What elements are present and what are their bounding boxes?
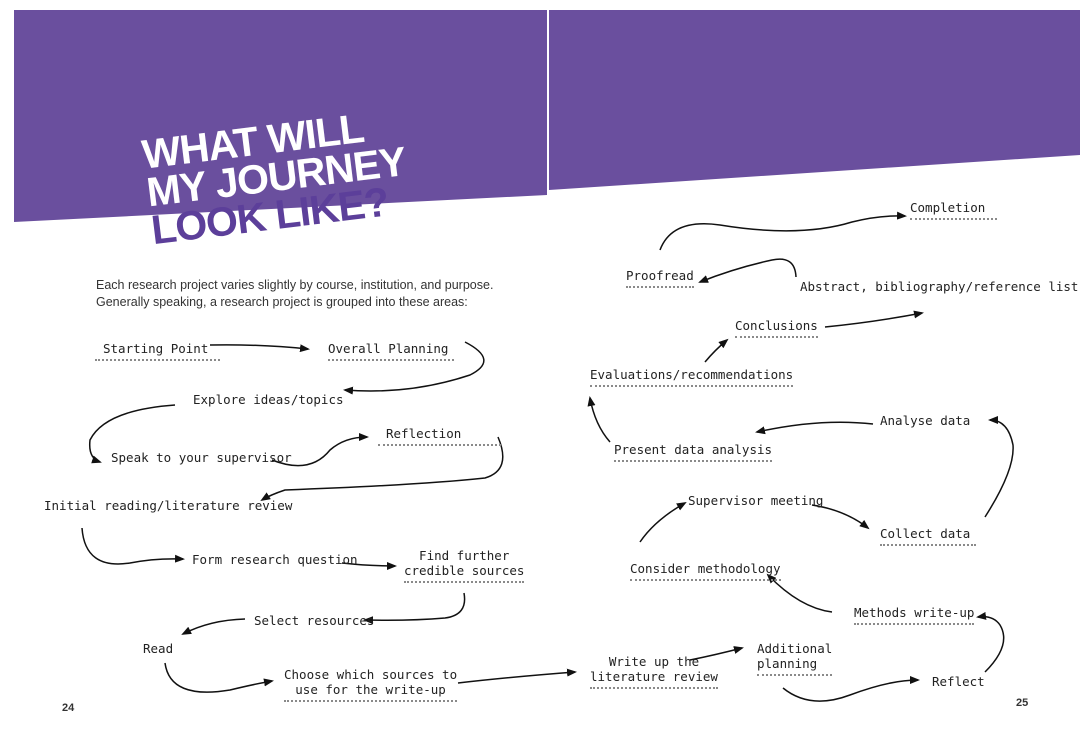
step-overall-planning: Overall Planning <box>328 341 455 361</box>
arrow-abstract-to-proofread <box>698 258 797 283</box>
additional-planning-line-1: Additional <box>757 641 833 656</box>
arrow-reading-to-question <box>81 527 185 565</box>
choose-sources-line-2: use for the write-up <box>295 682 446 697</box>
step-additional-planning: Additional planning <box>757 641 833 676</box>
intro-line-2: Generally speaking, a research project i… <box>96 295 468 309</box>
arrow-explore-to-speak <box>88 404 176 464</box>
step-form-question: Form research question <box>192 552 358 567</box>
step-find-sources: Find further credible sources <box>404 548 525 583</box>
write-up-lit-line-2: literature review <box>590 669 718 684</box>
arrow-methodology-to-supervisor <box>639 502 687 543</box>
arrow-analyse-to-present <box>755 421 874 435</box>
arrow-conclusions-to-abstract <box>824 310 924 328</box>
step-methods-write-up: Methods write-up <box>854 605 975 625</box>
arrow-collect-to-analyse <box>984 416 1014 518</box>
step-starting-point: Starting Point <box>95 341 221 361</box>
find-sources-line-2: credible sources <box>404 563 525 578</box>
additional-planning-line-2: planning <box>757 656 818 671</box>
step-select-resources: Select resources <box>254 613 375 628</box>
arrow-question-to-find <box>341 561 397 570</box>
step-proofread: Proofread <box>626 268 694 288</box>
arrow-additional-to-reflect <box>782 676 920 702</box>
arrow-reflection-to-reading <box>260 436 504 502</box>
arrow-read-to-choose <box>164 662 274 693</box>
step-initial-reading: Initial reading/literature review <box>44 498 293 513</box>
step-completion: Completion <box>910 200 998 220</box>
step-reflect: Reflect <box>932 674 985 689</box>
step-read: Read <box>143 641 174 656</box>
arrow-find-to-select <box>363 592 466 625</box>
intro-line-1: Each research project varies slightly by… <box>96 278 494 292</box>
step-abstract: Abstract, bibliography/reference list <box>800 279 1079 294</box>
step-write-up-lit: Write up the literature review <box>590 654 718 689</box>
step-conclusions: Conclusions <box>735 318 818 338</box>
page-number-right: 25 <box>1016 697 1029 709</box>
step-consider-methodology: Consider methodology <box>630 561 781 581</box>
arrow-choose-to-writeup <box>457 668 577 684</box>
step-explore-ideas: Explore ideas/topics <box>193 392 344 407</box>
find-sources-line-1: Find further <box>419 548 510 563</box>
arrow-supervisor-to-collect <box>811 504 870 530</box>
step-analyse-data: Analyse data <box>880 413 971 428</box>
page-number-left: 24 <box>62 702 75 714</box>
step-collect-data: Collect data <box>880 526 977 546</box>
step-supervisor-meeting: Supervisor meeting <box>688 493 824 508</box>
step-speak-supervisor: Speak to your supervisor <box>111 450 292 465</box>
step-present-data: Present data analysis <box>614 442 773 462</box>
arrow-planning-to-explore <box>343 341 485 395</box>
arrow-start-to-planning <box>209 344 310 353</box>
intro-text: Each research project varies slightly by… <box>96 277 493 311</box>
arrow-speak-to-reflection <box>271 433 369 467</box>
step-choose-sources: Choose which sources to use for the writ… <box>284 667 458 702</box>
arrow-writeup-to-additional <box>689 646 744 661</box>
arrow-evaluations-to-conclusions <box>704 338 729 363</box>
choose-sources-line-1: Choose which sources to <box>284 667 458 682</box>
arrow-proofread-to-completion <box>659 211 907 251</box>
arrow-reflect-to-methods <box>976 611 1005 673</box>
step-reflection: Reflection <box>378 426 502 446</box>
arrow-select-to-read <box>181 618 246 635</box>
arrow-present-to-evaluations <box>587 396 611 443</box>
step-evaluations: Evaluations/recommendations <box>590 367 794 387</box>
write-up-lit-line-1: Write up the <box>608 654 700 669</box>
